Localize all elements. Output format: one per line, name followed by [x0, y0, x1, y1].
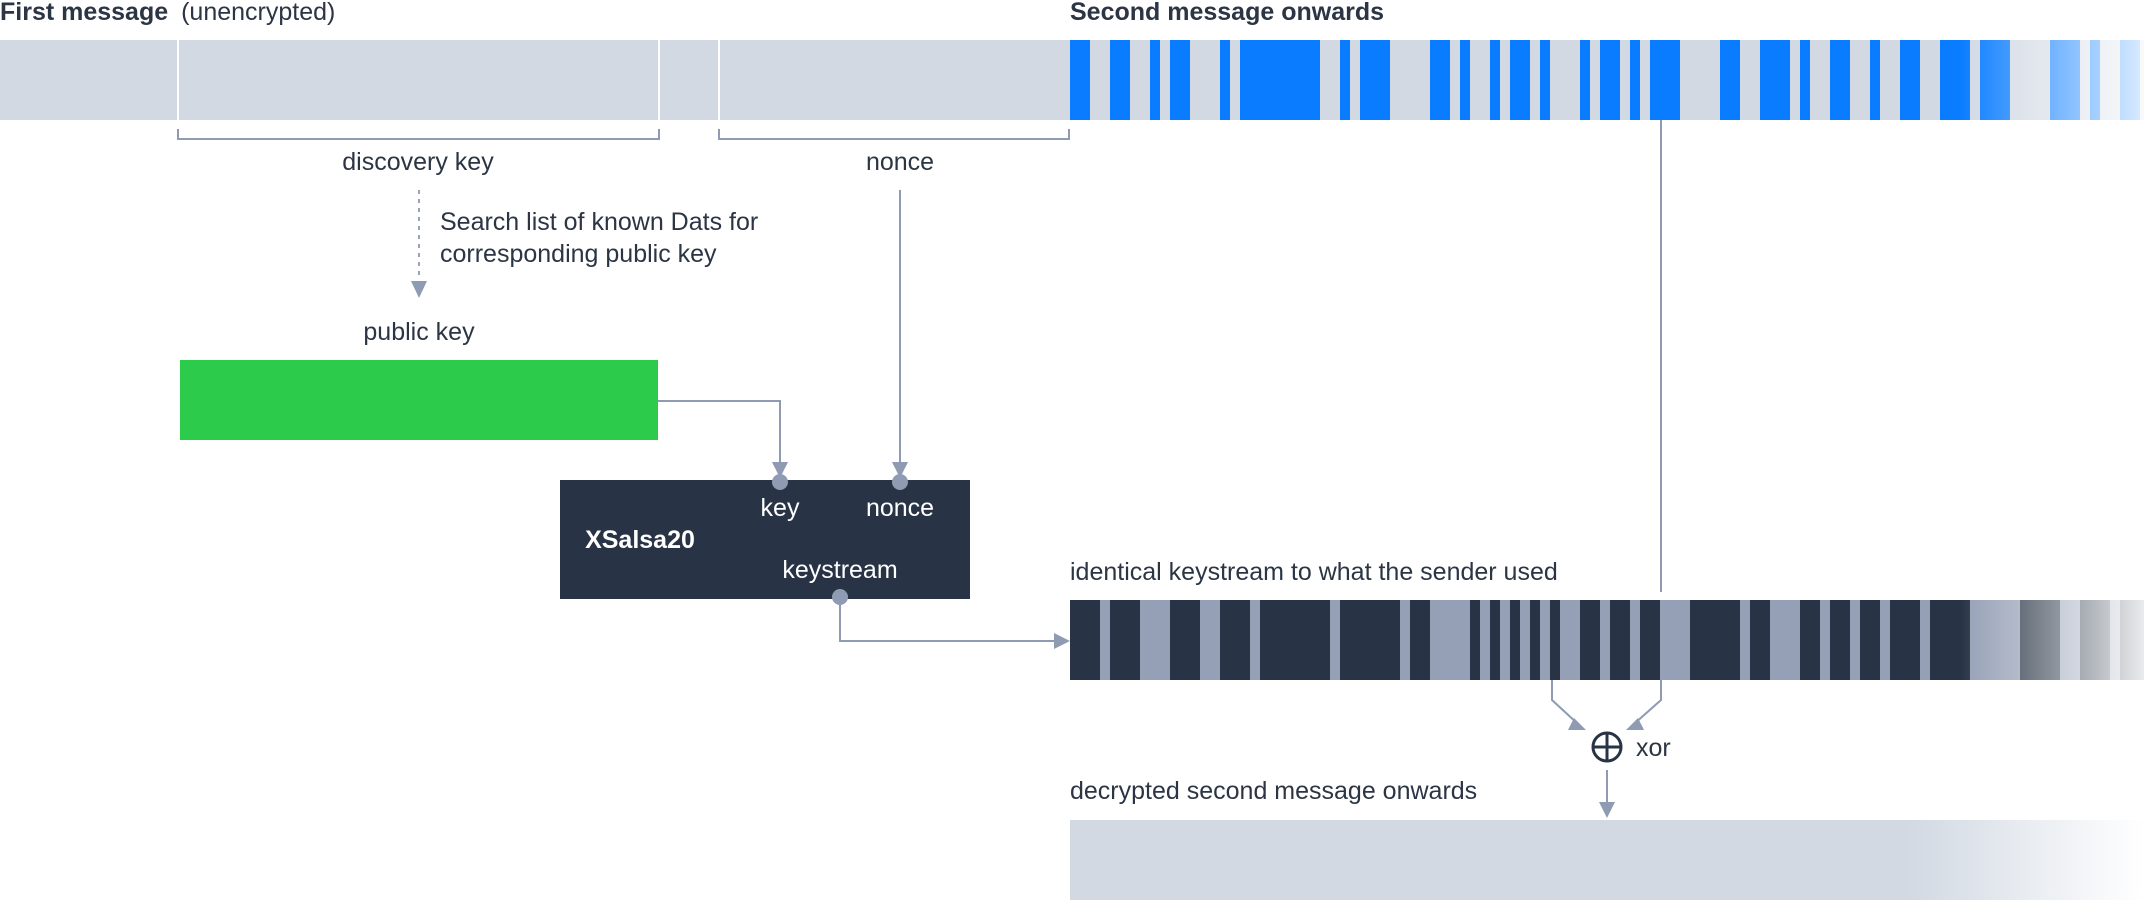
ciphertext-stripe [1540, 40, 1550, 120]
key-port-arrowhead [772, 462, 788, 478]
ciphertext-stripe [1490, 40, 1500, 120]
keystream-fade [1960, 600, 2144, 680]
xor-right-arrowhead [1626, 718, 1644, 730]
public-key-block [180, 360, 658, 440]
discovery-key-label: discovery key [342, 148, 494, 176]
xsalsa20-body [560, 480, 970, 599]
keystream-stripe [1140, 600, 1150, 680]
keystream-stripe [1560, 600, 1580, 680]
first-message-bold: First message [0, 0, 168, 26]
ciphertext-stripe [1900, 40, 1920, 120]
ciphertext-stripe [1110, 40, 1130, 120]
segment-divider [177, 40, 179, 120]
keystream-stripe [1100, 600, 1110, 680]
key-port-label: key [761, 494, 800, 522]
keystream-stripe [1920, 600, 1930, 680]
ciphertext-stripe [1340, 40, 1350, 120]
ciphertext-stripe [1650, 40, 1680, 120]
ciphertext-stripe [1600, 40, 1620, 120]
keystream-stripe [1740, 600, 1750, 680]
decrypted-bar [1070, 820, 2144, 900]
keystream-stripe [1400, 600, 1410, 680]
keystream-port-label: keystream [782, 556, 897, 584]
decrypted-caption: decrypted second message onwards [1070, 777, 1477, 805]
ciphertext-stripe [1580, 40, 1590, 120]
key-port [772, 474, 788, 490]
first-message-heading: First message (unencrypted) [0, 0, 335, 26]
keystream-arrowhead [1054, 633, 1070, 649]
xor-left-arrowhead [1568, 718, 1586, 730]
keystream-bar [1070, 600, 2144, 680]
plaintext-segment [0, 40, 1070, 120]
keystream-stripe [1850, 600, 1860, 680]
keystream-stripe [1880, 600, 1890, 680]
nonce-label: nonce [866, 148, 934, 176]
search-note-line2: corresponding public key [440, 240, 717, 268]
ciphertext-stripe [1460, 40, 1470, 120]
lookup-arrowhead [411, 281, 427, 298]
keystream-caption: identical keystream to what the sender u… [1070, 558, 1558, 586]
xor-output-arrowhead [1599, 802, 1615, 818]
ciphertext-stripe [1800, 40, 1810, 120]
keystream-stripe [1480, 600, 1490, 680]
keystream-stripe [1430, 600, 1470, 680]
ciphertext-stripe [1760, 40, 1790, 120]
keystream-connector [839, 605, 1055, 642]
keystream-stripe [1770, 600, 1800, 680]
xor-input-right [1633, 680, 1662, 725]
keystream-stripe [1250, 600, 1260, 680]
ciphertext-stripe [1510, 40, 1530, 120]
ciphertext-stripe [1070, 40, 1090, 120]
keystream-stripe [1330, 600, 1340, 680]
message-bar [0, 40, 2144, 120]
ciphertext-fade [1960, 40, 2144, 120]
keystream-stripe [1520, 600, 1530, 680]
nonce-port [892, 474, 908, 490]
keystream-stripe [1600, 600, 1610, 680]
nonce-bracket [718, 129, 1070, 140]
ciphertext-stripe [1870, 40, 1880, 120]
keystream-stripe [1500, 600, 1510, 680]
search-note-line1: Search list of known Dats for [440, 208, 758, 236]
discovery-key-bracket [177, 129, 660, 140]
segment-divider [718, 40, 720, 120]
keystream-stripe [1820, 600, 1830, 680]
public-key-label: public key [363, 318, 475, 346]
keystream-port [832, 589, 848, 605]
ciphertext-stripe [1150, 40, 1160, 120]
ciphertext-stripe [1720, 40, 1740, 120]
keystream-stripe [1540, 600, 1550, 680]
circled-plus-icon [1591, 731, 1623, 763]
xor-cross [1593, 733, 1621, 761]
second-message-heading: Second message onwards [1070, 0, 1384, 26]
keystream-stripe [1660, 600, 1690, 680]
first-message-suffix: (unencrypted) [181, 0, 335, 26]
xsalsa20-box: XSalsa20 key nonce keystream [560, 474, 970, 605]
ciphertext-stripe [1630, 40, 1640, 120]
ciphertext-stripe [1360, 40, 1390, 120]
keystream-stripe [1150, 600, 1170, 680]
nonce-port-arrowhead [892, 462, 908, 478]
ciphertext-stripe [1170, 40, 1190, 120]
ciphertext-stripe [1240, 40, 1320, 120]
nonce-port-label: nonce [866, 494, 934, 522]
ciphertext-stripe [1430, 40, 1450, 120]
keystream-stripe [1200, 600, 1220, 680]
public-key-connector [658, 400, 781, 462]
xor-label: xor [1636, 734, 1671, 762]
segment-divider [658, 40, 660, 120]
xor-input-left [1551, 680, 1579, 725]
keystream-stripe [1630, 600, 1640, 680]
ciphertext-stripe [1220, 40, 1230, 120]
ciphertext-stripe [1830, 40, 1850, 120]
xsalsa20-title: XSalsa20 [585, 526, 695, 554]
